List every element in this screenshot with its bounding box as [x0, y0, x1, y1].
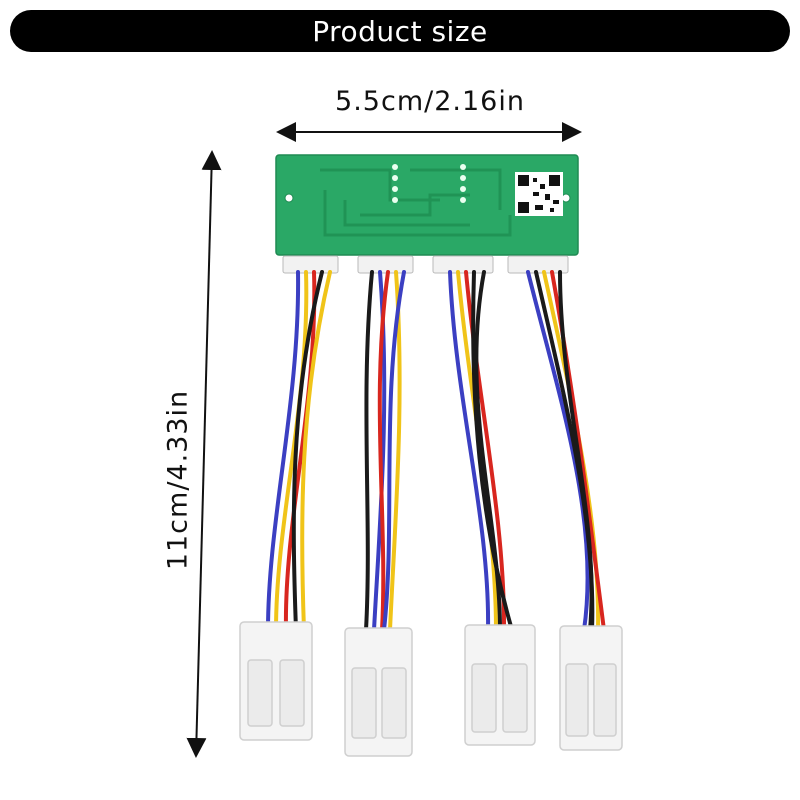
molex-plug-3	[464, 624, 536, 746]
wire-bundles	[266, 270, 606, 632]
measure-arrow-vertical-icon	[186, 150, 222, 758]
molex-plug-4	[559, 625, 623, 751]
width-dimension-label: 5.5cm/2.16in	[335, 86, 525, 117]
title-banner: Product size	[10, 10, 790, 52]
pcb-board	[275, 154, 579, 256]
molex-plug-2	[344, 627, 413, 757]
title-text: Product size	[312, 14, 488, 48]
board-connectors	[282, 255, 569, 274]
molex-plug-1	[239, 621, 313, 741]
molex-plugs	[239, 621, 623, 757]
qr-code-icon	[515, 172, 563, 216]
